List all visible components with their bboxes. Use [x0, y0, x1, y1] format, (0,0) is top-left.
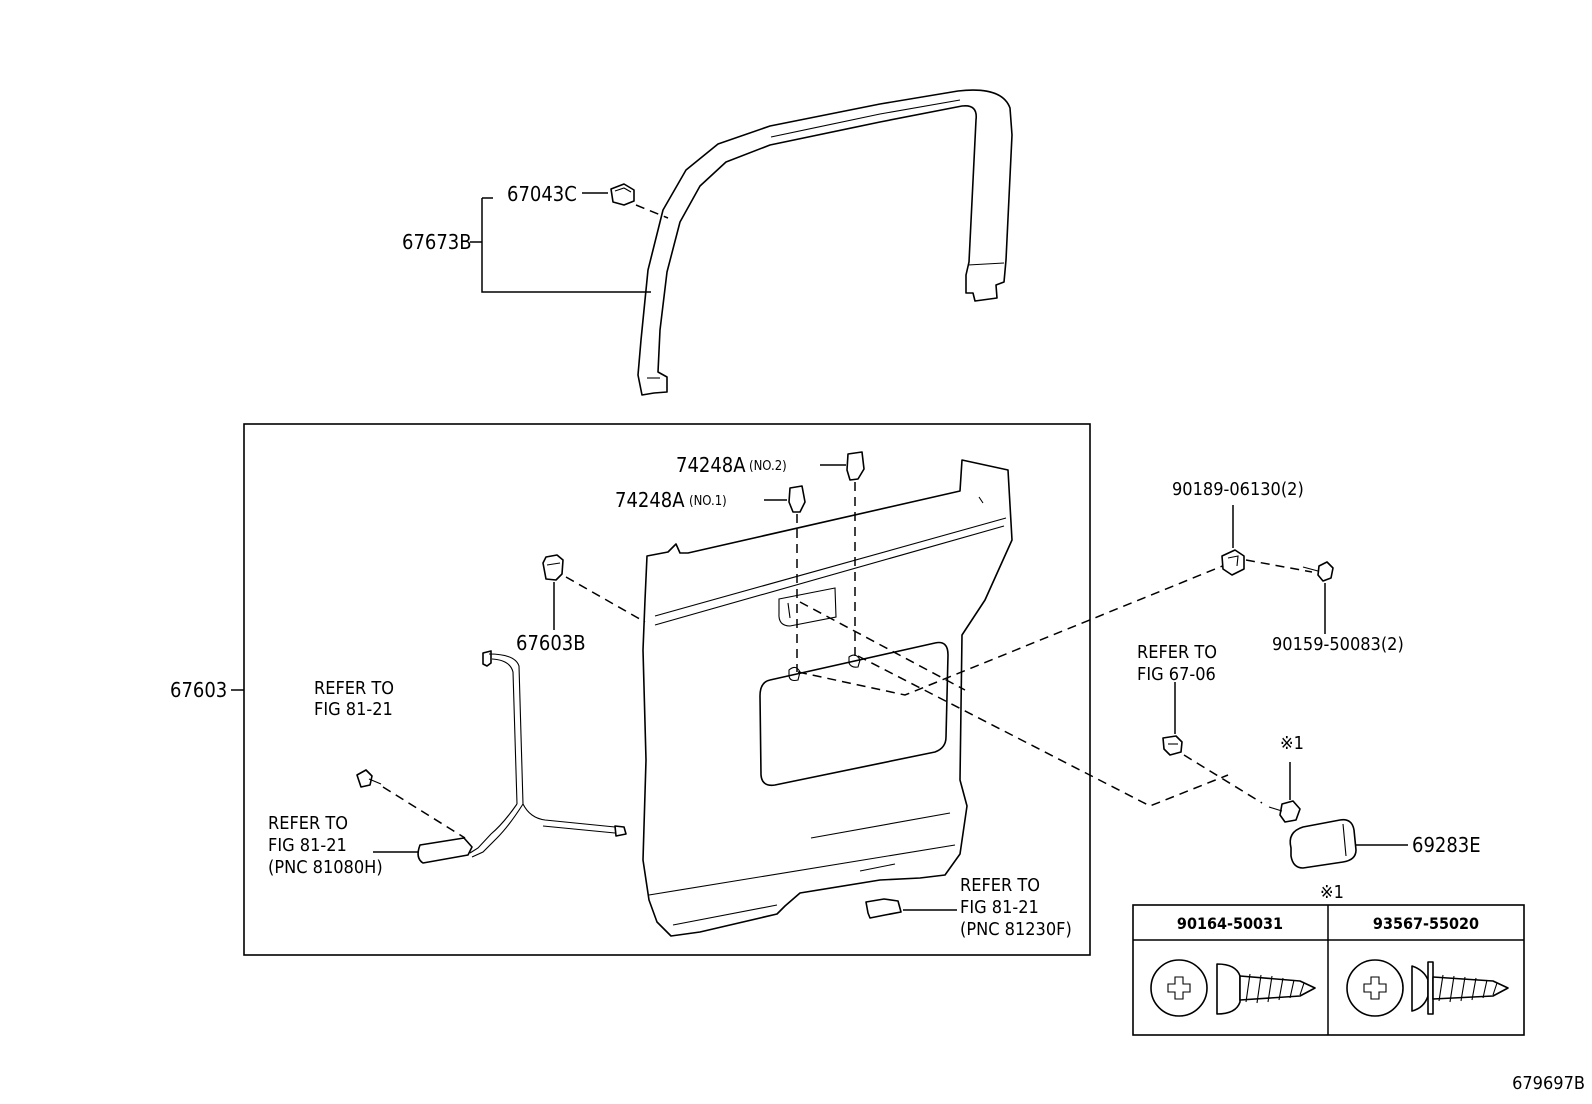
screw-93567-55020-icon [1346, 959, 1509, 1017]
label-67673B: 67673B [402, 230, 472, 254]
garnish-arch-part [637, 89, 1013, 396]
label-no2: (NO.2) [749, 459, 787, 474]
bolt-90159-50083 [1302, 561, 1334, 582]
label-refer3-line3: (PNC 81230F) [960, 919, 1072, 940]
label-74248A-no2: 74248A [676, 453, 746, 477]
label-refer4-line1: REFER TO [1137, 642, 1217, 663]
clip-refer-67-06 [1162, 735, 1183, 756]
figure-id: 679697B [1512, 1073, 1585, 1094]
label-refer2-line2: FIG 81-21 [268, 835, 347, 856]
clip-nut-90189-06130 [1221, 549, 1245, 576]
door-trim-panel [642, 459, 1013, 937]
label-refer4-line2: FIG 67-06 [1137, 664, 1216, 685]
label-refer3-line2: FIG 81-21 [960, 897, 1039, 918]
lamp-81230F [865, 898, 902, 919]
screw-90164-50031-icon [1150, 959, 1316, 1017]
label-67603: 67603 [170, 678, 227, 702]
label-67603B: 67603B [516, 631, 586, 655]
label-67043C: 67043C [507, 182, 577, 206]
clip-67043C [610, 183, 635, 206]
label-refer2-line3: (PNC 81080H) [268, 857, 383, 878]
label-no1: (NO.1) [689, 494, 727, 509]
cap-74248A-no1 [788, 485, 806, 513]
label-90159-50083: 90159-50083(2) [1272, 634, 1404, 655]
label-refer1-line2: FIG 81-21 [314, 699, 393, 720]
screw-refer-81-21 [356, 769, 382, 788]
label-90189-06130: 90189-06130(2) [1172, 479, 1304, 500]
cover-69283E [1289, 818, 1357, 869]
label-refer3-line1: REFER TO [960, 875, 1040, 896]
clip-67603B [542, 554, 564, 581]
label-star1: ※1 [1280, 733, 1304, 754]
screw-star1 [1268, 800, 1301, 823]
wire-harness [469, 650, 627, 858]
connector-81080H [417, 837, 473, 864]
table-header-93567-55020: 93567-55020 [1373, 914, 1479, 933]
label-star1-table: ※1 [1320, 882, 1344, 903]
label-refer2-line1: REFER TO [268, 813, 348, 834]
label-69283E: 69283E [1412, 833, 1481, 857]
label-refer1-line1: REFER TO [314, 678, 394, 699]
screw-type-table [1132, 904, 1525, 1036]
table-header-90164-50031: 90164-50031 [1177, 914, 1283, 933]
cap-74248A-no2 [846, 451, 865, 481]
label-74248A-no1: 74248A [615, 488, 685, 512]
